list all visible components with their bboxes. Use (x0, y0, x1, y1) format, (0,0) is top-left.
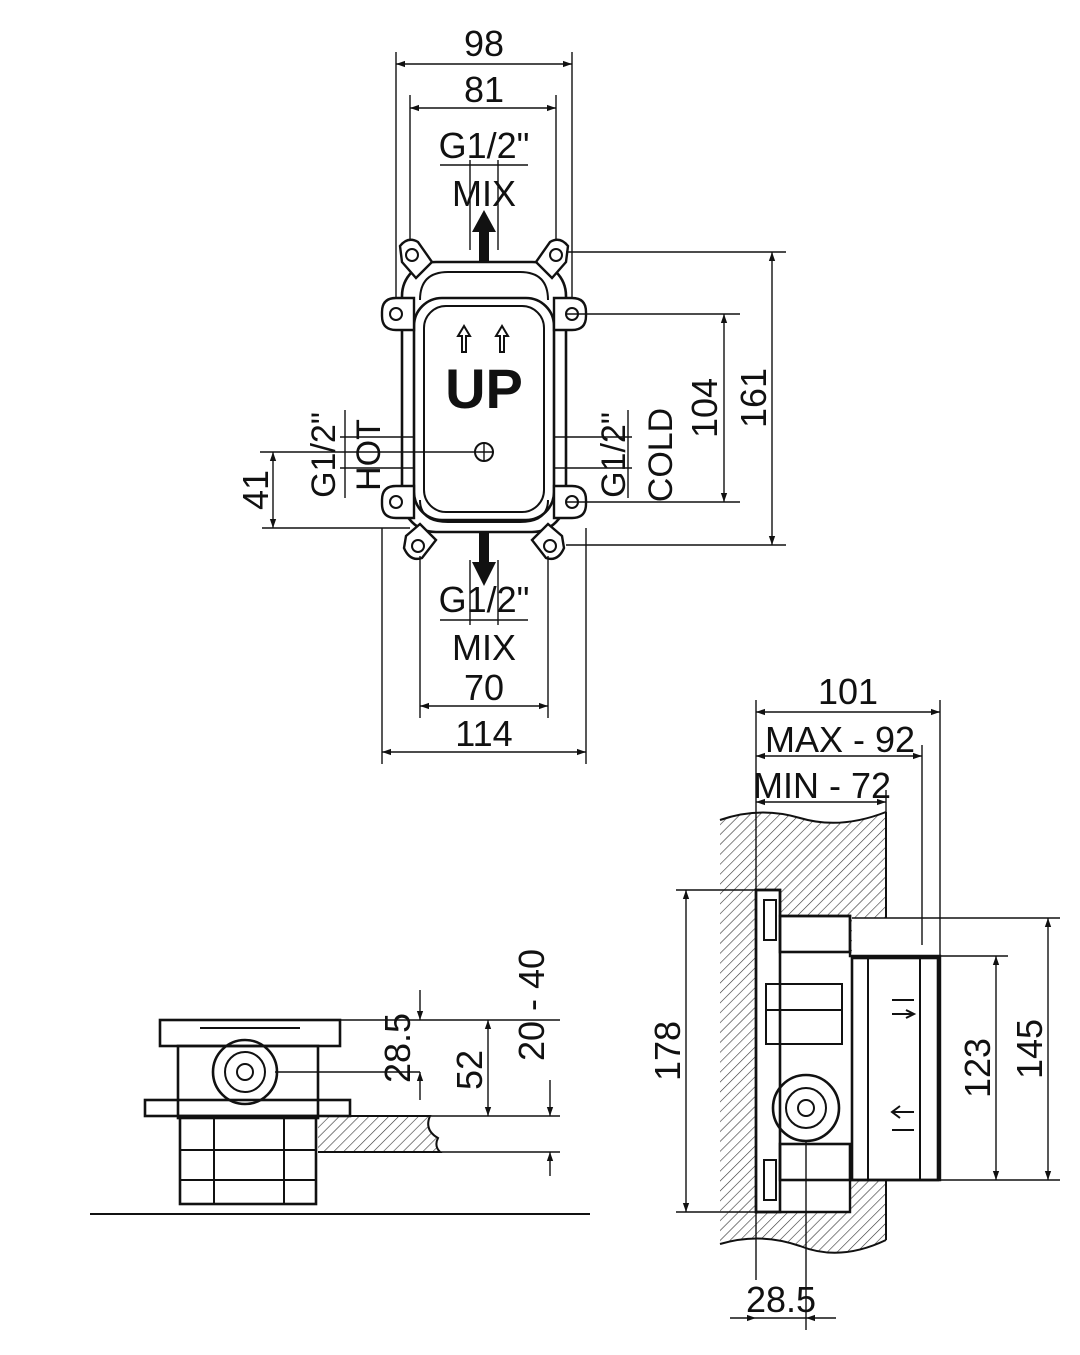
wall-slab-hatch (318, 1116, 440, 1152)
max-mark-icon (892, 999, 917, 1019)
bottom-dim-height: 52 (449, 1050, 490, 1090)
side-dim-inner: 123 (957, 1038, 998, 1098)
outlet-top-thread: G1/2" (439, 125, 530, 166)
up-label: UP (445, 357, 523, 420)
dim-bottom-inner: 70 (464, 667, 504, 708)
outlet-top-label: MIX (452, 173, 516, 214)
cold-label: COLD (642, 408, 680, 502)
dim-overall-height: 161 (733, 368, 774, 428)
valve-body (176, 1044, 320, 1120)
side-dim-min: MIN - 72 (753, 765, 891, 806)
dim-overall-width: 98 (464, 23, 504, 64)
side-dim-axis: 28.5 (746, 1279, 816, 1320)
lower-boss (778, 1142, 852, 1182)
bottom-dim-axis: 28.5 (377, 1013, 418, 1083)
inlet-port-icon (771, 1073, 841, 1143)
side-dim-total-depth: 101 (818, 671, 878, 712)
side-dim-height: 178 (647, 1021, 688, 1081)
hot-label: HOT (350, 419, 388, 491)
box-inner (423, 305, 545, 513)
box-top-rim (419, 271, 549, 301)
cover-plate (158, 1018, 342, 1048)
up-arrow-icon (456, 324, 472, 353)
side-dim-max: MAX - 92 (765, 719, 915, 760)
min-mark-icon (890, 1105, 914, 1131)
outlet-bottom-label: MIX (452, 627, 516, 668)
side-view: 101 MAX - 92 MIN - 72 178 123 145 28.5 (647, 671, 1060, 1330)
bottom-dim-range: 20 - 40 (511, 949, 552, 1061)
valve-body-side (754, 888, 942, 1214)
mix-out-arrow-icon (472, 210, 496, 262)
mix-out-arrow-icon (472, 532, 496, 586)
hot-thread: G1/2" (305, 412, 343, 498)
front-cartridge (850, 956, 940, 1182)
side-dim-outer: 145 (1009, 1019, 1050, 1079)
outlet-bottom-thread: G1/2" (439, 579, 530, 620)
box-frame (412, 296, 556, 522)
dim-inner-height: 104 (684, 378, 725, 438)
bottom-view: 28.5 52 20 - 40 (90, 949, 590, 1215)
front-view: 98 81 G1/2" MIX (235, 23, 786, 764)
dim-inner-width: 81 (464, 69, 504, 110)
dim-bottom-overall: 114 (455, 713, 512, 754)
upper-boss (778, 914, 852, 954)
dim-inlet-offset: 41 (235, 470, 276, 510)
up-arrow-icon (494, 324, 510, 353)
valve-base (178, 1114, 318, 1206)
inlet-port-icon (211, 1038, 279, 1106)
cold-thread: G1/2" (595, 412, 633, 498)
